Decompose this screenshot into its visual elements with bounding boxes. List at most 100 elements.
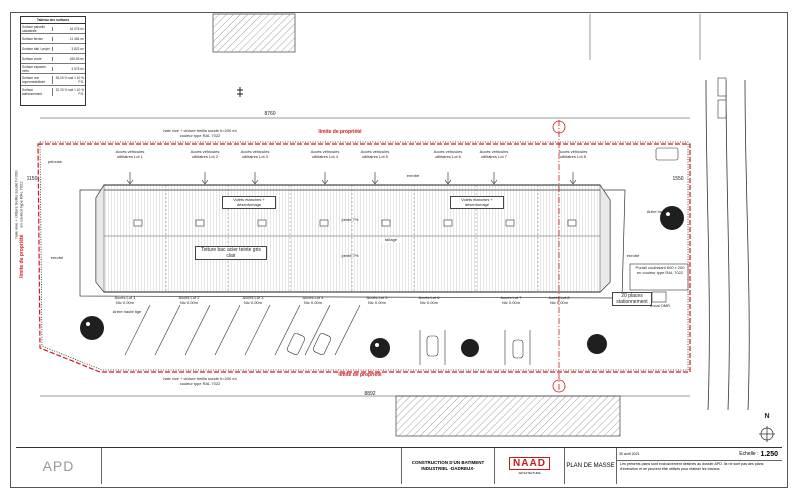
parking-line: [214, 304, 241, 356]
north-label: N: [764, 413, 770, 420]
roof-slope-label: pente 7%: [341, 253, 359, 258]
roof-vent: [133, 219, 143, 227]
lot-access-label: Accès véhicules utilitaires Lot 1: [115, 149, 145, 159]
disclaimer: Les présents plans sont exclusivement de…: [620, 462, 764, 471]
roof-vent: [381, 219, 391, 227]
roof-vent: [195, 219, 205, 227]
roof-vent: [257, 219, 267, 227]
building-roof: [95, 184, 611, 293]
parking-line: [154, 304, 181, 356]
access-arrow: [490, 172, 498, 185]
access-arrow: [321, 172, 329, 185]
roof-vent: [505, 219, 515, 227]
roof-label: Toiture bac acier teinte gris clair: [195, 246, 267, 260]
parking-line: [274, 304, 301, 356]
ridge-label: faîtage: [380, 237, 402, 243]
title-block: APD CONSTRUCTION D'UN BATIMENT INDUSTRIE…: [16, 447, 782, 484]
section-marker: [552, 379, 566, 393]
plan-date: 30 avril 2021: [619, 452, 640, 456]
parked-car: [287, 333, 305, 355]
access-arrow: [251, 172, 259, 185]
hedge-fence: [39, 141, 689, 371]
access-arrow: [201, 172, 209, 185]
neighbour-building: [212, 13, 296, 53]
road-edge: [725, 79, 730, 411]
parking-line: [334, 304, 361, 356]
local-omr: [651, 291, 667, 303]
fence-note-left: haie vive + clôture treillis soudé h=200…: [13, 170, 24, 239]
fence-note-top: haie vive + clôture treillis soudé h=200…: [163, 128, 237, 138]
parking-line: [184, 304, 211, 356]
tree: [461, 339, 479, 357]
dimension-top: 8760: [264, 111, 276, 117]
local-omr-label: Local OMR: [650, 303, 671, 308]
parked-car: [313, 333, 331, 355]
lot-access-label: Accès véhicules utilitaires Lot 4: [310, 149, 340, 159]
plan-title: PLAN DE MASSE: [564, 448, 616, 484]
roof-vent: [319, 219, 329, 227]
smoke-vent-label: Volets étanches + désenfumage: [222, 196, 276, 209]
building-end: [599, 184, 611, 293]
neighbour-building: [395, 395, 621, 437]
tree: [370, 338, 390, 358]
roof-slope-label: pente 7%: [341, 217, 359, 222]
surface-summary-table: Tableau des surfaces Surface parcelle ca…: [20, 16, 86, 106]
tree-label: Arbre haute tige: [646, 209, 676, 214]
scale-value: 1.250: [760, 450, 778, 458]
fence-note-bottom: haie vive + clôture treillis soudé h=200…: [163, 376, 237, 386]
roof-vent: [567, 219, 577, 227]
vehicle: [717, 99, 727, 119]
lot-access-label: Accès véhicules utilitaires Lot 8: [558, 149, 588, 159]
vehicle: [717, 77, 727, 97]
asphalt-label: enrobé: [50, 255, 64, 260]
roof-vent: [443, 219, 453, 227]
tree: [80, 316, 104, 340]
dimension-right: 1550: [672, 176, 684, 182]
portal-zone: [629, 263, 689, 291]
project-title: CONSTRUCTION D'UN BATIMENT INDUSTRIEL -D…: [401, 448, 494, 484]
lot-access-label: Accès véhicules utilitaires Lot 7: [479, 149, 509, 159]
asphalt-label: enrobé: [626, 253, 640, 258]
parking-line: [124, 304, 151, 356]
lot-access-label: Accès véhicules utilitaires Lot 2: [190, 149, 220, 159]
dimension-bottom: 8892: [364, 391, 376, 397]
property-limit-bottom-label: limite de propriété: [338, 372, 382, 378]
access-arrow: [126, 172, 134, 185]
section-marker: [552, 120, 566, 134]
lawn-label: pelouse: [47, 159, 62, 164]
road-edge: [744, 79, 750, 411]
property-limit-top-label: limite de propriété: [318, 129, 362, 135]
lot-access-label: Accès véhicules utilitaires Lot 5: [360, 149, 390, 159]
road-edge: [705, 79, 710, 411]
access-arrow: [569, 172, 577, 185]
access-arrow: [371, 172, 379, 185]
asphalt-label: enrobé: [406, 173, 420, 178]
building-end: [95, 184, 105, 293]
tree-label: Arbre haute tige: [112, 309, 142, 314]
tree: [660, 206, 684, 230]
parking-count-label: 20 places stationnement: [612, 292, 652, 306]
tree-detail: [666, 212, 670, 216]
firm-logo: NAAD ARCHITECTURE: [494, 448, 564, 484]
scale-label: Echelle :: [739, 451, 759, 457]
parked-car: [426, 335, 439, 357]
firm-name: NAAD: [509, 456, 550, 470]
parked-car: [655, 147, 679, 161]
firm-sub: ARCHITECTURE: [518, 470, 541, 475]
access-arrow: [444, 172, 452, 185]
